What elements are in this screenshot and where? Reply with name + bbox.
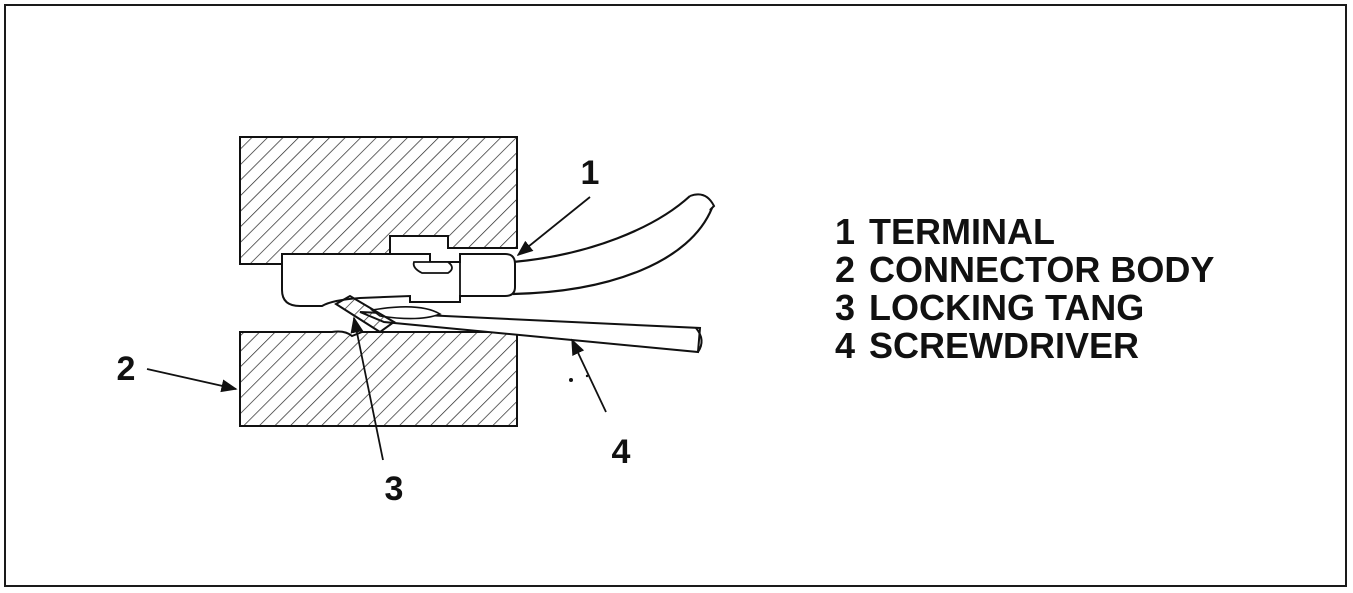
terminal xyxy=(281,253,516,307)
connector-body-lower xyxy=(239,330,518,427)
leader-1-arrow xyxy=(516,196,591,257)
legend-number: 3 xyxy=(835,287,856,328)
legend-number: 4 xyxy=(835,325,856,366)
legend-item: 4 SCREWDRIVER xyxy=(835,327,1214,365)
leader-3-arrow xyxy=(350,316,384,461)
legend-label: LOCKING TANG xyxy=(869,287,1145,328)
leader-2-arrow xyxy=(146,368,238,393)
legend-number: 1 xyxy=(835,211,856,252)
legend-item: 3 LOCKING TANG xyxy=(835,289,1214,327)
connector-body-upper xyxy=(239,136,518,265)
callout-4: 4 xyxy=(612,433,631,471)
legend-label: TERMINAL xyxy=(869,211,1055,252)
wire xyxy=(512,193,716,296)
legend-label: CONNECTOR BODY xyxy=(869,249,1215,290)
figure-frame xyxy=(4,4,1347,587)
callout-2: 2 xyxy=(117,350,136,388)
speck xyxy=(569,378,573,382)
callout-1: 1 xyxy=(581,154,600,192)
legend-item: 1 TERMINAL xyxy=(835,213,1214,251)
leader-4-arrow xyxy=(571,338,607,413)
locking-tang xyxy=(334,294,396,334)
legend-number: 2 xyxy=(835,249,856,290)
speck xyxy=(585,374,589,378)
callout-3: 3 xyxy=(385,470,404,508)
legend-item: 2 CONNECTOR BODY xyxy=(835,251,1214,289)
legend-label: SCREWDRIVER xyxy=(869,325,1140,366)
